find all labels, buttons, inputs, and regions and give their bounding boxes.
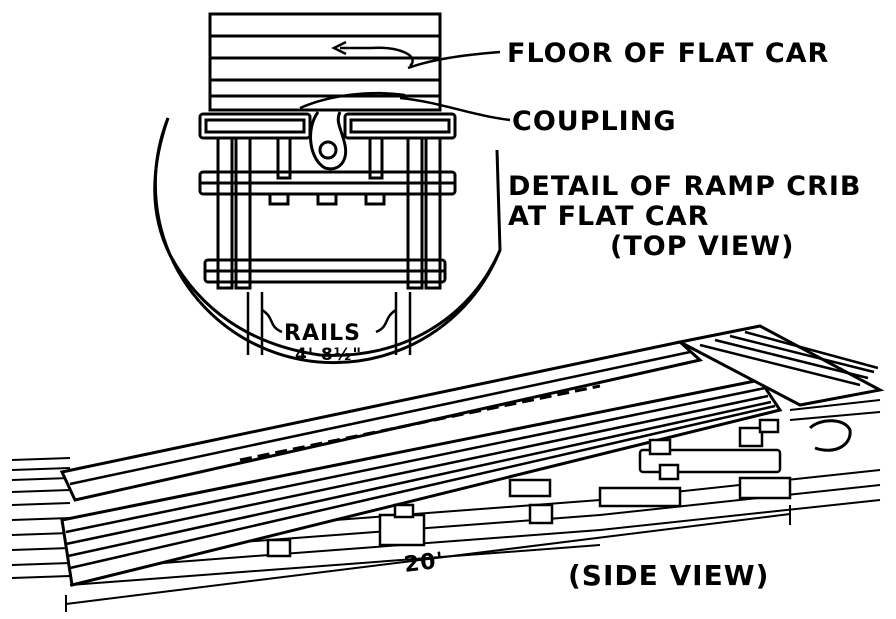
detail-title-line2: AT FLAT CAR (508, 201, 709, 232)
length-dimension-label: 20' (403, 548, 446, 578)
detail-title-line3: (TOP VIEW) (610, 231, 794, 262)
side-view (11, 324, 885, 612)
top-view-detail (153, 12, 502, 365)
flat-car-side (675, 324, 885, 452)
coupling (309, 111, 348, 171)
gauge-label: 4' 8½" (295, 345, 362, 365)
detail-title-line1: DETAIL OF RAMP CRIB (508, 171, 862, 202)
side-view-label: (SIDE VIEW) (568, 559, 769, 592)
crib-blocks (266, 418, 792, 558)
coupling-label: COUPLING (512, 106, 677, 137)
ramp-deck (59, 340, 783, 587)
rails-label: RAILS (284, 321, 361, 346)
rails-top-view (246, 292, 412, 355)
floor-of-flat-car-label: FLOOR OF FLAT CAR (507, 38, 829, 69)
flat-car-floor (208, 12, 442, 112)
dimension-20ft (65, 505, 791, 612)
crib-frame (198, 91, 457, 290)
leader-lines (399, 50, 511, 122)
